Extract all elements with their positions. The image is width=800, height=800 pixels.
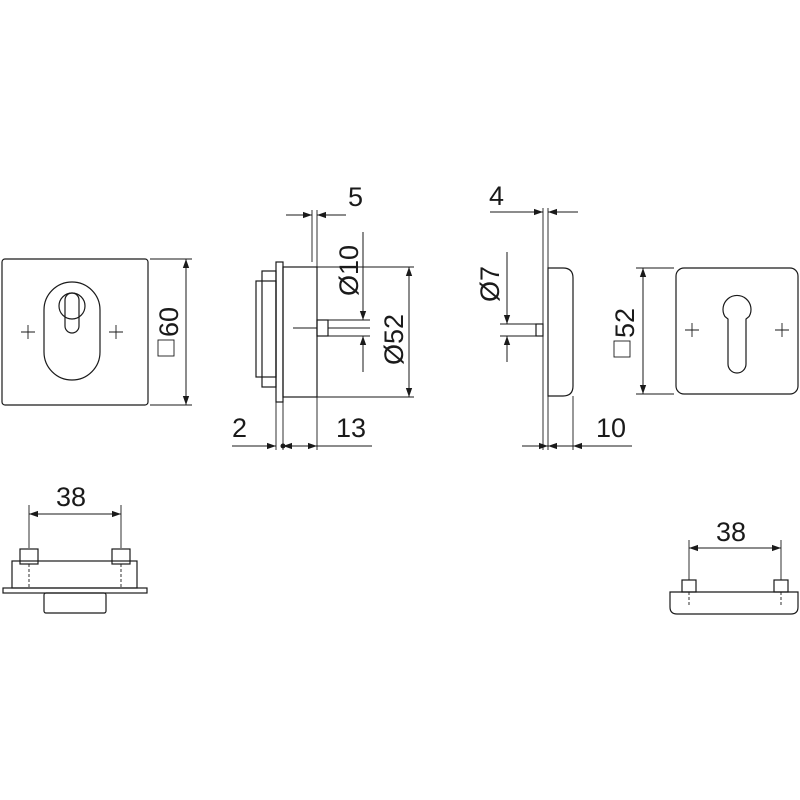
rosette-body xyxy=(282,266,318,398)
square-symbol xyxy=(157,339,175,357)
dim-diameter-10: Ø10 xyxy=(334,245,364,296)
dim-38-left: 38 xyxy=(56,482,86,512)
dim-diameter-7: Ø7 xyxy=(475,266,505,302)
left-rosette-front-view: 60 xyxy=(1,258,192,406)
dim-13: 13 xyxy=(336,413,366,443)
right-rosette-front-view: 52 xyxy=(610,267,799,395)
dim-diameter-52: Ø52 xyxy=(379,314,409,365)
screw-mark-left xyxy=(21,325,35,339)
cylinder-body xyxy=(255,280,277,378)
right-rosette-bottom-view: 38 xyxy=(669,517,799,615)
screw-head-left-right xyxy=(681,579,697,593)
square-plate-outline-right xyxy=(675,267,799,395)
dim-square-60: 60 xyxy=(154,307,184,337)
screw-mark-left-right xyxy=(685,323,699,337)
rosette-body-right xyxy=(547,267,574,397)
pin-stub xyxy=(535,323,544,337)
screw-head-left xyxy=(19,548,39,565)
dim-5: 5 xyxy=(348,182,363,212)
knob-stub xyxy=(316,319,329,337)
profile-cylinder-cutout xyxy=(722,294,752,374)
screw-head-right xyxy=(111,548,131,565)
screw-head-right-right xyxy=(773,579,789,593)
base-plate-bottom xyxy=(2,587,148,594)
knob-circle xyxy=(58,292,86,320)
square-symbol-right xyxy=(613,340,631,358)
dim-square-52: 52 xyxy=(610,308,640,338)
rosette-body-bottom-right xyxy=(669,591,799,615)
dim-10: 10 xyxy=(596,413,626,443)
dim-2: 2 xyxy=(232,413,247,443)
cylinder-flange xyxy=(261,270,277,388)
left-rosette-side-view: 5 Ø10 Ø52 2 13 xyxy=(232,182,414,450)
screw-mark-right-right xyxy=(775,323,789,337)
cylinder-cutout xyxy=(43,281,101,381)
rosette-body-bottom xyxy=(11,560,138,589)
knob-slot xyxy=(64,292,80,334)
back-plate xyxy=(275,261,284,403)
right-rosette-side-view: 4 Ø7 10 xyxy=(475,181,632,450)
cylinder-bottom xyxy=(43,592,107,614)
dim-4: 4 xyxy=(489,181,504,211)
screw-mark-right xyxy=(109,325,123,339)
left-rosette-bottom-view: 38 xyxy=(2,482,148,614)
dim-38-right: 38 xyxy=(716,517,746,547)
square-plate-outline xyxy=(1,258,149,406)
